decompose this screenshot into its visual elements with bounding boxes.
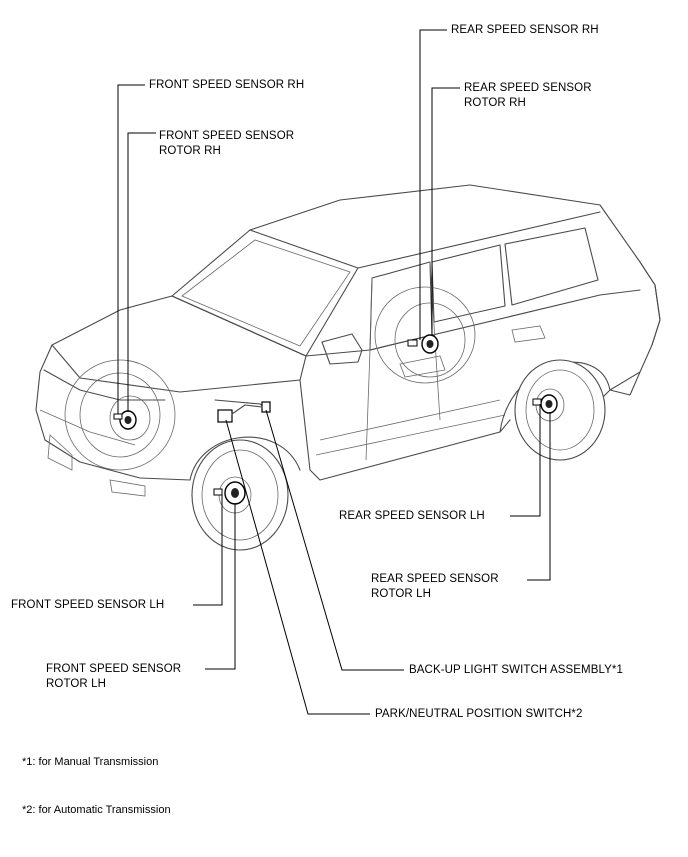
label-rear-speed-sensor-rotor-rh: REAR SPEED SENSOR ROTOR RH [464,82,592,109]
transmission-switches [214,399,271,423]
label-rear-speed-sensor-rh: REAR SPEED SENSOR RH [451,24,599,36]
leader-lines [117,29,551,715]
rear-right-wheel [374,286,476,384]
front-right-wheel [64,359,176,471]
label-front-speed-sensor-rotor-rh: FRONT SPEED SENSOR ROTOR RH [159,130,295,157]
rear-right-sensor-rotor [407,334,439,354]
label-front-speed-sensor-lh: FRONT SPEED SENSOR LH [11,599,165,611]
label-park-neutral-switch: PARK/NEUTRAL POSITION SWITCH*2 [375,708,583,720]
footnote-1: *1: for Manual Transmission [22,756,159,768]
front-right-sensor-rotor [113,410,137,430]
rear-left-wheel [514,359,606,461]
footnote-2: *2: for Automatic Transmission [22,804,171,816]
label-rear-speed-sensor-rotor-lh: REAR SPEED SENSOR ROTOR LH [371,573,499,600]
label-front-speed-sensor-rotor-lh: FRONT SPEED SENSOR ROTOR LH [46,663,182,690]
label-rear-speed-sensor-lh: REAR SPEED SENSOR LH [339,510,485,522]
label-backup-light-switch: BACK-UP LIGHT SWITCH ASSEMBLY*1 [409,664,623,676]
label-front-speed-sensor-rh: FRONT SPEED SENSOR RH [149,79,305,91]
rear-left-sensor-rotor [532,394,558,414]
